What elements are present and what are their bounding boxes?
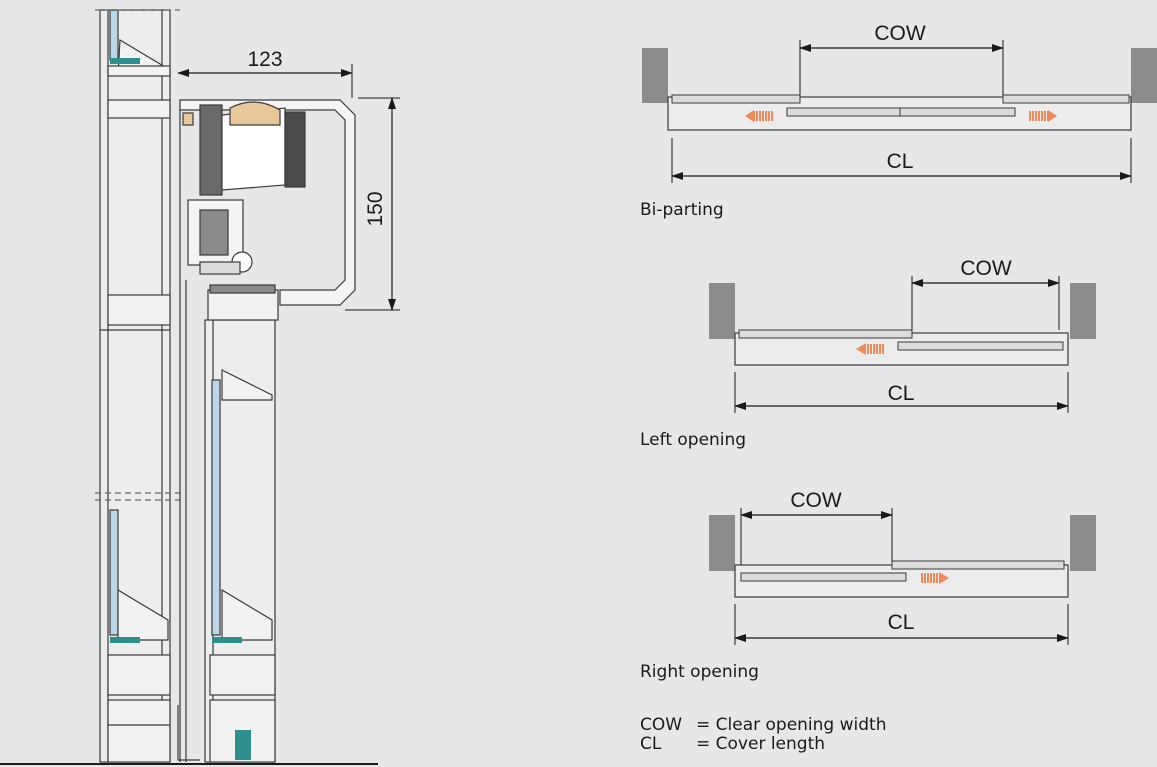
- leaf-sliding: [897, 341, 1064, 351]
- fixed-frame: [99, 9, 171, 763]
- cl-label: CL: [888, 382, 915, 405]
- fixed-glass-bottom: [109, 509, 119, 636]
- dim-150: 150: [345, 97, 400, 311]
- dim-height-label: 150: [364, 191, 387, 226]
- cl-label: CL: [888, 611, 915, 634]
- arrow-left-head: [856, 343, 866, 355]
- diagram-right-opening: COW CL: [709, 489, 1096, 645]
- arrow-right-bars: [1028, 111, 1050, 121]
- cow-label: COW: [874, 22, 926, 45]
- leaf-sliding: [740, 572, 907, 582]
- header-profile: [179, 99, 356, 306]
- legend-abbr: CL: [640, 734, 662, 754]
- caption-right-opening: Right opening: [640, 662, 759, 682]
- caption-left-opening: Left opening: [640, 430, 747, 450]
- leaf-mid-right: [899, 107, 1016, 117]
- leaf-mid-left: [786, 107, 901, 117]
- arrow-right-head: [939, 572, 949, 584]
- leaf-open: [738, 329, 913, 339]
- cl-label: CL: [887, 150, 914, 173]
- diagram-bi-parting: COW CL: [642, 22, 1157, 183]
- legend-row-cl: CL = Cover length: [640, 735, 887, 754]
- wall-right: [1070, 283, 1096, 339]
- wall-left: [642, 48, 668, 103]
- arrow-left-bars: [752, 111, 774, 121]
- wall-left: [709, 283, 735, 339]
- leaf-glass: [211, 379, 221, 636]
- cow-label: COW: [960, 257, 1012, 280]
- leaf-left: [671, 94, 801, 104]
- arrow-left-head: [745, 110, 754, 122]
- legend-abbr: COW: [640, 715, 683, 735]
- wall-left: [709, 515, 735, 571]
- arrow-right-head: [1048, 110, 1057, 122]
- motor-gear-cover: [229, 101, 281, 126]
- legend-definition: = Cover length: [696, 734, 826, 754]
- wall-right: [1070, 515, 1096, 571]
- leaf-open: [891, 560, 1065, 570]
- dim-width-label: 123: [247, 48, 282, 71]
- legend-definition: = Clear opening width: [696, 715, 887, 735]
- caption-bi-parting: Bi-parting: [640, 200, 724, 220]
- leaf-right: [1002, 94, 1130, 104]
- wall-right: [1131, 48, 1157, 103]
- seal-top: [110, 58, 140, 64]
- dim-123: 123: [177, 48, 353, 98]
- motor-body: [199, 104, 223, 196]
- toothed-pulley: [284, 111, 306, 188]
- legend-row-cow: COW = Clear opening width: [640, 716, 887, 735]
- legend: COW = Clear opening width CL = Cover len…: [640, 716, 887, 754]
- cow-label: COW: [790, 489, 842, 512]
- diagram-left-opening: COW CL: [709, 257, 1096, 413]
- section-drawing: [0, 9, 378, 765]
- fixed-glass-top: [109, 9, 119, 61]
